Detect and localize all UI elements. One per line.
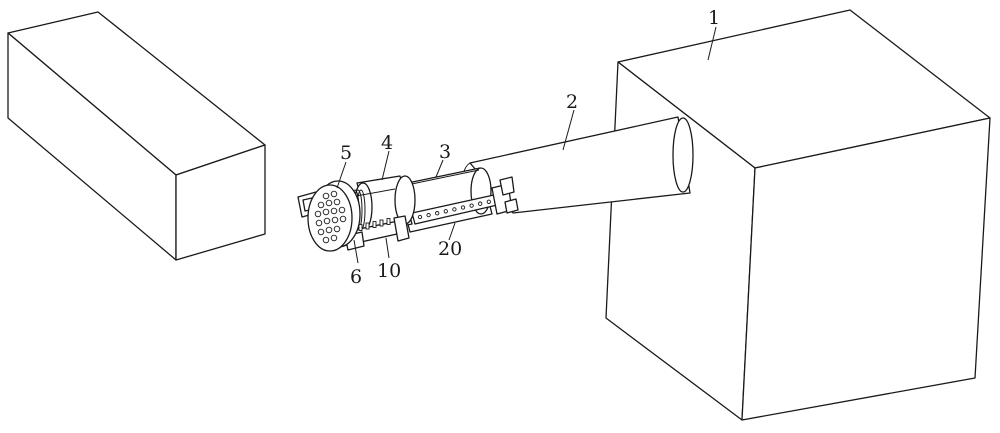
left-block bbox=[7, 11, 266, 261]
head-hole bbox=[330, 234, 338, 242]
head-hole bbox=[322, 208, 330, 216]
head-hole bbox=[338, 206, 346, 214]
head-holes bbox=[314, 190, 347, 244]
rack-tooth bbox=[379, 219, 384, 227]
head-hole bbox=[315, 219, 323, 227]
head-hole bbox=[325, 226, 333, 234]
perforated-head bbox=[307, 180, 361, 252]
head-hole bbox=[330, 190, 338, 198]
label-5: 5 bbox=[340, 142, 352, 164]
rack-tooth bbox=[372, 221, 377, 228]
head-hole bbox=[323, 217, 331, 225]
tube-bracket bbox=[491, 176, 519, 215]
label-2: 2 bbox=[566, 91, 578, 113]
label-20: 20 bbox=[438, 238, 462, 260]
strip-hole bbox=[435, 211, 440, 216]
head-hole bbox=[333, 225, 341, 233]
head-hole bbox=[333, 198, 341, 206]
strip-hole bbox=[486, 199, 491, 204]
strip-hole bbox=[417, 214, 423, 220]
strip-hole bbox=[426, 212, 431, 218]
head-hole bbox=[325, 199, 333, 207]
leader-lines bbox=[336, 26, 717, 264]
right-cube bbox=[605, 9, 991, 421]
rack-tooth bbox=[365, 222, 370, 230]
label-1: 1 bbox=[708, 7, 720, 29]
tube bbox=[462, 116, 694, 214]
rack-tooth bbox=[386, 218, 391, 225]
label-3: 3 bbox=[439, 141, 451, 163]
head-hole bbox=[330, 207, 338, 215]
strip-hole bbox=[478, 201, 483, 206]
strip-holes bbox=[417, 197, 500, 220]
head-hole bbox=[314, 210, 322, 218]
strip-hole bbox=[469, 203, 474, 208]
label-4: 4 bbox=[381, 132, 393, 154]
head-hole bbox=[322, 236, 330, 244]
head-hole bbox=[317, 228, 325, 236]
label-10: 10 bbox=[377, 260, 401, 282]
strip-hole bbox=[443, 209, 448, 214]
rack-tooth bbox=[358, 224, 363, 231]
head-hole bbox=[317, 201, 325, 209]
reference-numerals: 1 2 3 4 5 6 10 20 bbox=[340, 7, 720, 288]
head-hole bbox=[331, 216, 339, 224]
head-hole bbox=[322, 192, 330, 200]
head-hole bbox=[339, 215, 347, 223]
strip-hole bbox=[452, 207, 457, 212]
label-6: 6 bbox=[350, 266, 362, 288]
strip-hole bbox=[460, 205, 466, 210]
